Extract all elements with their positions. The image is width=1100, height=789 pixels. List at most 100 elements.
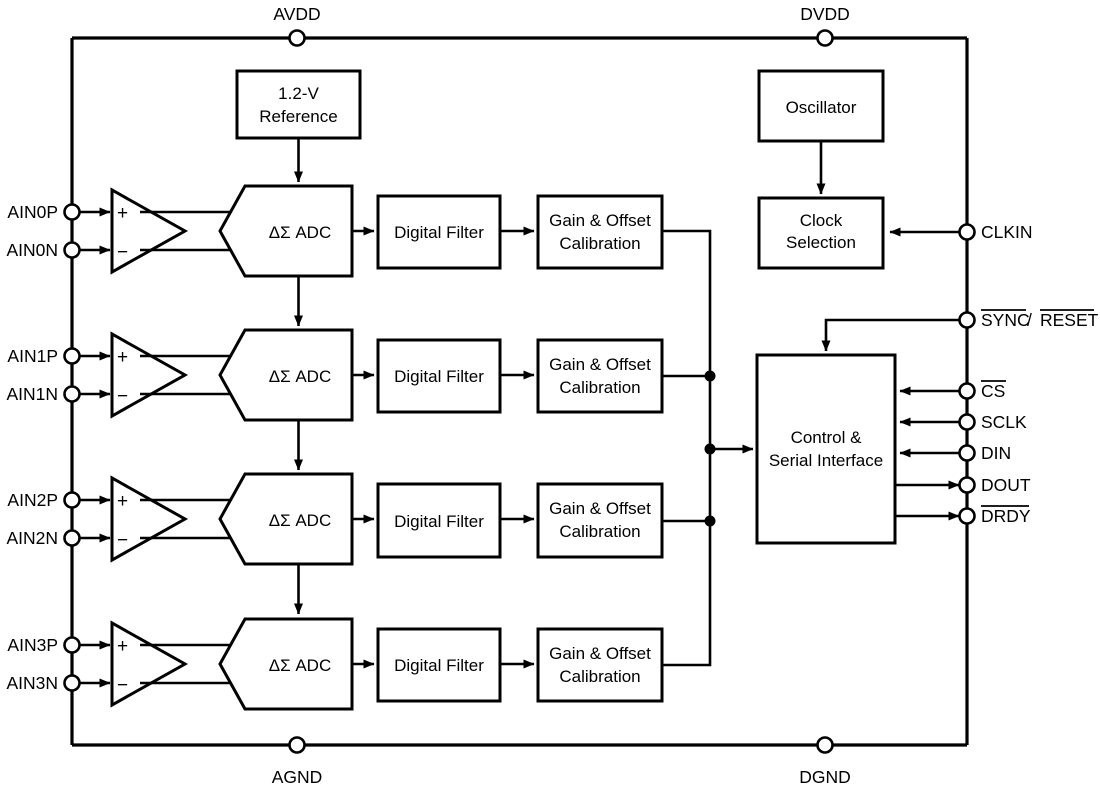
pin-label-ain1n: AIN1N: [6, 384, 58, 404]
pin-circle-ain3p[interactable]: [63, 636, 81, 654]
pin-label-sclk: SCLK: [981, 412, 1027, 432]
reference-block-label-line2: Reference: [259, 107, 337, 126]
junction-dot-bus-center: [704, 443, 716, 455]
right-pin-sync-reset[interactable]: SYNC / RESET: [958, 309, 1099, 330]
right-pin-din[interactable]: DIN: [899, 443, 1011, 463]
power-pin-label-dgnd: DGND: [799, 767, 851, 787]
amp-plus-label-2: +: [117, 491, 128, 512]
pin-circle-sclk[interactable]: [958, 413, 976, 431]
pin-circle-dvdd[interactable]: [816, 29, 834, 47]
adc-label-3: ΔΣ ADC: [269, 656, 331, 675]
gain-offset-calibration-1[interactable]: [536, 338, 664, 414]
pin-circle-ain2p[interactable]: [63, 491, 81, 509]
delta-sigma-adc-3[interactable]: [218, 617, 354, 711]
pin-circle-ain2n[interactable]: [63, 529, 81, 547]
filter-label-2: Digital Filter: [394, 512, 484, 531]
pga-amplifier-2[interactable]: [110, 475, 189, 563]
reference-block-box[interactable]: [235, 69, 362, 140]
pin-circle-ain0p[interactable]: [63, 203, 81, 221]
cal-label-0-line2: Calibration: [559, 234, 640, 253]
oscillator-block-label: Oscillator: [786, 98, 857, 117]
right-pin-sclk[interactable]: SCLK: [899, 412, 1027, 432]
cal-label-1-line2: Calibration: [559, 378, 640, 397]
pin-circle-sync-reset[interactable]: [958, 311, 976, 329]
power-pin-agnd[interactable]: AGND: [272, 736, 323, 788]
amp-minus-label-0: −: [117, 242, 128, 263]
pga-amplifier-3[interactable]: [110, 620, 189, 708]
pin-circle-cs[interactable]: [958, 382, 976, 400]
power-pin-avdd[interactable]: AVDD: [273, 4, 321, 47]
pin-circle-ain1n[interactable]: [63, 385, 81, 403]
filter-label-3: Digital Filter: [394, 656, 484, 675]
oscillator-block-box[interactable]: [757, 69, 885, 143]
clock-selection-label-line1: Clock: [800, 211, 843, 230]
pga-amplifier-0[interactable]: [110, 187, 189, 275]
wire-cal0-to-bus: [662, 229, 712, 449]
pin-label-dout: DOUT: [981, 475, 1031, 495]
adc-label-1: ΔΣ ADC: [269, 367, 331, 386]
pin-circle-dgnd[interactable]: [816, 736, 834, 754]
amp-minus-label-3: −: [117, 675, 128, 696]
power-pin-dgnd[interactable]: DGND: [799, 736, 851, 788]
right-pin-clkin[interactable]: CLKIN: [958, 222, 1033, 242]
pin-circle-clkin[interactable]: [958, 223, 976, 241]
gain-offset-calibration-2[interactable]: [536, 482, 664, 559]
adc-label-0: ΔΣ ADC: [269, 223, 331, 242]
pga-amplifier-1[interactable]: [110, 331, 189, 419]
control-serial-interface-box[interactable]: [755, 353, 897, 545]
reference-block-label-line1: 1.2-V: [278, 84, 319, 103]
cal-label-1-line1: Gain & Offset: [549, 355, 651, 374]
gain-offset-calibration-3[interactable]: [536, 627, 664, 703]
pin-label-reset: RESET: [1040, 310, 1099, 330]
pin-label-ain1p: AIN1P: [7, 346, 58, 366]
junction-dot-channel1: [704, 370, 716, 382]
oscillator-block[interactable]: Oscillator: [757, 69, 885, 143]
cal-label-0-line1: Gain & Offset: [549, 211, 651, 230]
filter-label-0: Digital Filter: [394, 223, 484, 242]
channel-row-1: AIN1P AIN1N + − ΔΣ ADC Digital Filter Ga…: [6, 328, 710, 422]
pin-label-ain3n: AIN3N: [6, 673, 58, 693]
pin-label-sync: SYNC: [981, 310, 1030, 330]
pin-circle-ain1p[interactable]: [63, 347, 81, 365]
pin-circle-agnd[interactable]: [288, 736, 306, 754]
clock-selection-block[interactable]: Clock Selection: [757, 196, 885, 270]
pin-label-ain3p: AIN3P: [7, 635, 58, 655]
reference-block[interactable]: 1.2-V Reference: [235, 69, 362, 140]
amp-minus-label-1: −: [117, 386, 128, 407]
cal-label-3-line1: Gain & Offset: [549, 644, 651, 663]
right-pin-cs[interactable]: CS: [899, 380, 1006, 401]
channel-row-2: AIN2P AIN2N + − ΔΣ ADC Digital Filter Ga…: [6, 472, 710, 566]
digital-filter-3[interactable]: [376, 627, 502, 703]
clock-selection-block-box[interactable]: [757, 196, 885, 270]
pin-label-din: DIN: [981, 443, 1011, 463]
cal-label-3-line2: Calibration: [559, 667, 640, 686]
pin-circle-ain0n[interactable]: [63, 241, 81, 259]
right-pin-drdy[interactable]: DRDY: [895, 505, 1031, 526]
pin-label-ain2n: AIN2N: [6, 528, 58, 548]
pin-circle-drdy[interactable]: [958, 507, 976, 525]
pin-label-ain2p: AIN2P: [7, 490, 58, 510]
pin-circle-din[interactable]: [958, 444, 976, 462]
control-block-label-line2: Serial Interface: [769, 451, 883, 470]
digital-filter-2[interactable]: [376, 482, 502, 559]
control-block-label-line1: Control &: [791, 428, 863, 447]
data-bus: [704, 370, 754, 527]
pin-label-clkin: CLKIN: [981, 222, 1033, 242]
pin-circle-avdd[interactable]: [288, 29, 306, 47]
pin-circle-ain3n[interactable]: [63, 674, 81, 692]
power-pin-label-avdd: AVDD: [273, 4, 320, 24]
power-pin-dvdd[interactable]: DVDD: [800, 4, 850, 47]
right-pin-dout[interactable]: DOUT: [895, 475, 1031, 495]
pin-label-ain0p: AIN0P: [7, 202, 58, 222]
pin-circle-dout[interactable]: [958, 476, 976, 494]
pin-label-ain0n: AIN0N: [6, 240, 58, 260]
digital-filter-1[interactable]: [376, 338, 502, 414]
gain-offset-calibration-0[interactable]: [536, 194, 664, 270]
amp-plus-label-3: +: [117, 636, 128, 657]
digital-filter-0[interactable]: [376, 194, 502, 270]
wire-cal3-to-bus: [662, 449, 712, 667]
pin-label-cs: CS: [981, 381, 1005, 401]
control-serial-interface-block[interactable]: Control & Serial Interface: [755, 353, 897, 545]
